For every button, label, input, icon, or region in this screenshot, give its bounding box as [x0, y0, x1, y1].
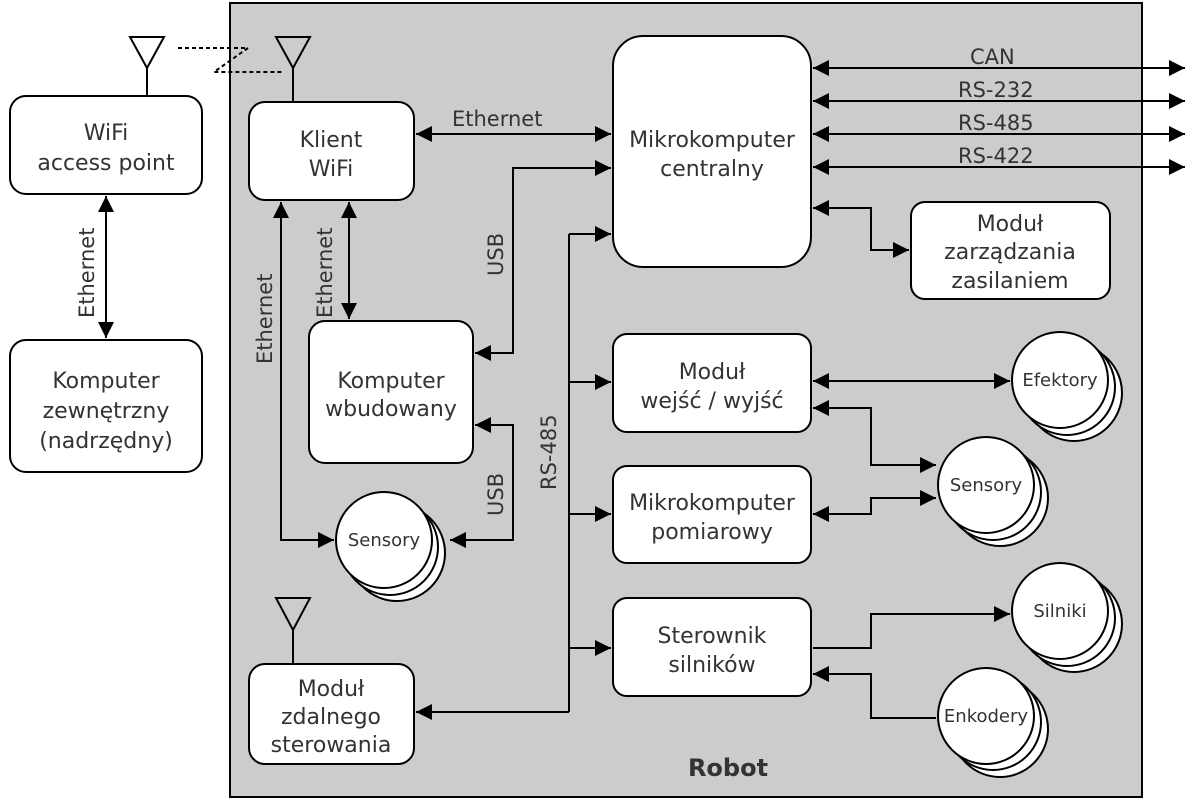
edge-usb-top — [475, 160, 611, 361]
antenna-icon-zdalny — [274, 597, 312, 664]
measurement-microcomputer: Mikrokomputer pomiarowy — [612, 465, 812, 564]
sensors-right-label: Sensory — [950, 475, 1023, 496]
edge-label-rs422: RS-422 — [958, 144, 1034, 168]
edge-label-usb-bottom: USB — [484, 473, 508, 516]
edge-label-ethernet-client-sensors: Ethernet — [253, 274, 277, 364]
motor-controller: Sterownik silników — [612, 597, 812, 697]
embedded-computer: Komputer wbudowany — [308, 320, 474, 464]
power-module-label-2: zarządzania — [944, 240, 1076, 265]
edge-controller-motors — [813, 606, 1010, 649]
remote-control-module: Moduł zdalnego sterowania — [248, 663, 415, 765]
central-mc-label-1: Mikrokomputer — [629, 128, 796, 153]
edge-label-rs232: RS-232 — [958, 78, 1034, 102]
external-computer: Komputer zewnętrzny (nadrzędny) — [9, 339, 203, 473]
power-module-label-3: zasilaniem — [951, 269, 1068, 294]
edge-label-rs485: RS-485 — [958, 111, 1034, 135]
io-module-label-1: Moduł — [679, 360, 746, 385]
embedded-computer-label-1: Komputer — [337, 369, 445, 394]
edge-encoders-controller — [813, 666, 936, 719]
edge-label-usb-top: USB — [484, 233, 508, 276]
embedded-computer-label-2: wbudowany — [325, 397, 457, 422]
power-module-label-1: Moduł — [977, 212, 1044, 237]
wifi-access-point: WiFi access point — [9, 95, 203, 195]
rs485-bus — [416, 226, 611, 720]
edge-label-ethernet-ap: Ethernet — [75, 228, 99, 318]
remote-module-label-2: zdalnego — [281, 705, 381, 730]
ext-computer-label-1: Komputer — [52, 369, 160, 394]
robot-label: Robot — [688, 754, 768, 782]
edge-measure-sensors — [813, 490, 936, 522]
ext-computer-label-3: (nadrzędny) — [39, 429, 173, 454]
sensors-left-label: Sensory — [348, 530, 421, 551]
central-mc-label-2: centralny — [660, 157, 764, 182]
antenna-icon-ap — [128, 36, 166, 96]
motor-controller-label-2: silników — [668, 653, 755, 678]
wireless-link — [178, 47, 282, 73]
motors: Silniki — [1011, 562, 1123, 673]
edge-label-ethernet-client-embedded: Ethernet — [313, 228, 337, 318]
edge-usb-bottom — [450, 417, 514, 548]
wifi-client: Klient WiFi — [248, 101, 415, 201]
edge-io-sensors — [813, 400, 936, 473]
motor-controller-label-1: Sterownik — [658, 624, 767, 649]
motors-label: Silniki — [1033, 601, 1086, 622]
io-module: Moduł wejść / wyjść — [612, 333, 812, 433]
effectors: Efektory — [1011, 331, 1123, 442]
remote-module-label-1: Moduł — [298, 677, 365, 702]
encoders-label: Enkodery — [944, 706, 1028, 727]
measure-mc-label-1: Mikrokomputer — [629, 491, 796, 516]
wifi-client-label-1: Klient — [300, 128, 363, 153]
edge-label-ethernet-client-central: Ethernet — [452, 107, 542, 131]
io-module-label-2: wejść / wyjść — [640, 389, 783, 414]
edge-label-can: CAN — [970, 45, 1015, 69]
sensors-left: Sensory — [335, 491, 446, 602]
edge-client-sensors — [273, 202, 334, 548]
wifi-client-label-2: WiFi — [309, 157, 354, 182]
sensors-right: Sensory — [937, 436, 1049, 547]
wifi-ap-label-1: WiFi — [84, 121, 129, 146]
edge-label-rs485-bus: RS-485 — [537, 414, 561, 490]
antenna-icon-klient — [274, 36, 312, 102]
encoders: Enkodery — [937, 667, 1049, 778]
effectors-label: Efektory — [1022, 370, 1098, 391]
wifi-ap-label-2: access point — [37, 151, 175, 176]
remote-module-label-3: sterowania — [271, 733, 392, 758]
power-management-module: Moduł zarządzania zasilaniem — [910, 201, 1111, 300]
edge-central-power — [813, 200, 909, 258]
measure-mc-label-2: pomiarowy — [651, 520, 772, 545]
ext-computer-label-2: zewnętrzny — [43, 399, 170, 424]
central-microcomputer: Mikrokomputer centralny — [612, 35, 812, 268]
